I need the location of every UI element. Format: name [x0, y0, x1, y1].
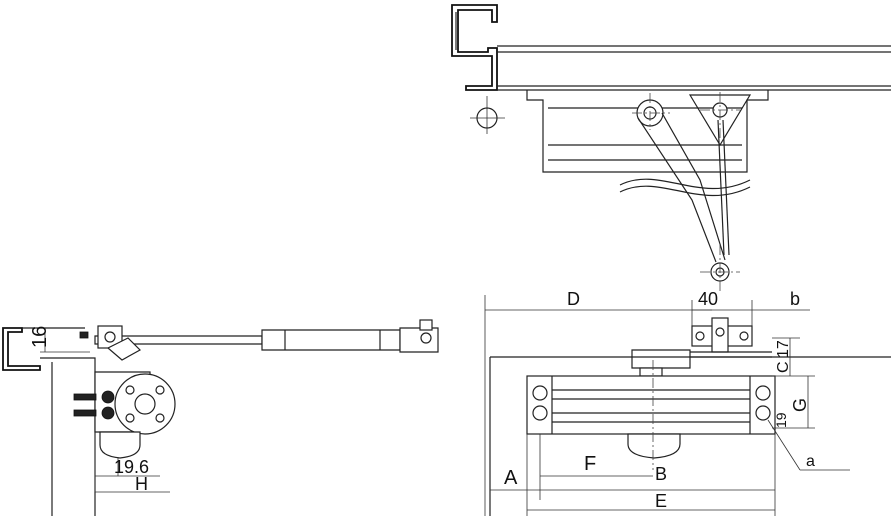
dim-c-label: C [775, 361, 792, 373]
dim-b-label: b [790, 289, 800, 309]
dim-16-label: 16 [29, 326, 51, 348]
dim-g-label: G [790, 398, 810, 412]
dim-c-value: 17 [775, 340, 792, 358]
side-screws [73, 390, 115, 420]
plan-view: D 40 b [484, 289, 891, 516]
dim-d-label: D [567, 289, 580, 309]
dim-b-dim-label: B [655, 464, 667, 484]
dim-h-label: H [135, 474, 148, 494]
dim-e-label: E [655, 491, 667, 511]
top-section-view [451, 4, 891, 292]
dim-a-screw-label: a [806, 453, 815, 470]
dim-19-label: 19 [773, 412, 789, 428]
dim-40-label: 40 [698, 289, 718, 309]
side-view: 16 [2, 319, 439, 516]
dim-a-label: A [504, 467, 518, 489]
dim-f-label: F [584, 453, 596, 475]
dim-19-6-label: 19.6 [114, 457, 149, 477]
